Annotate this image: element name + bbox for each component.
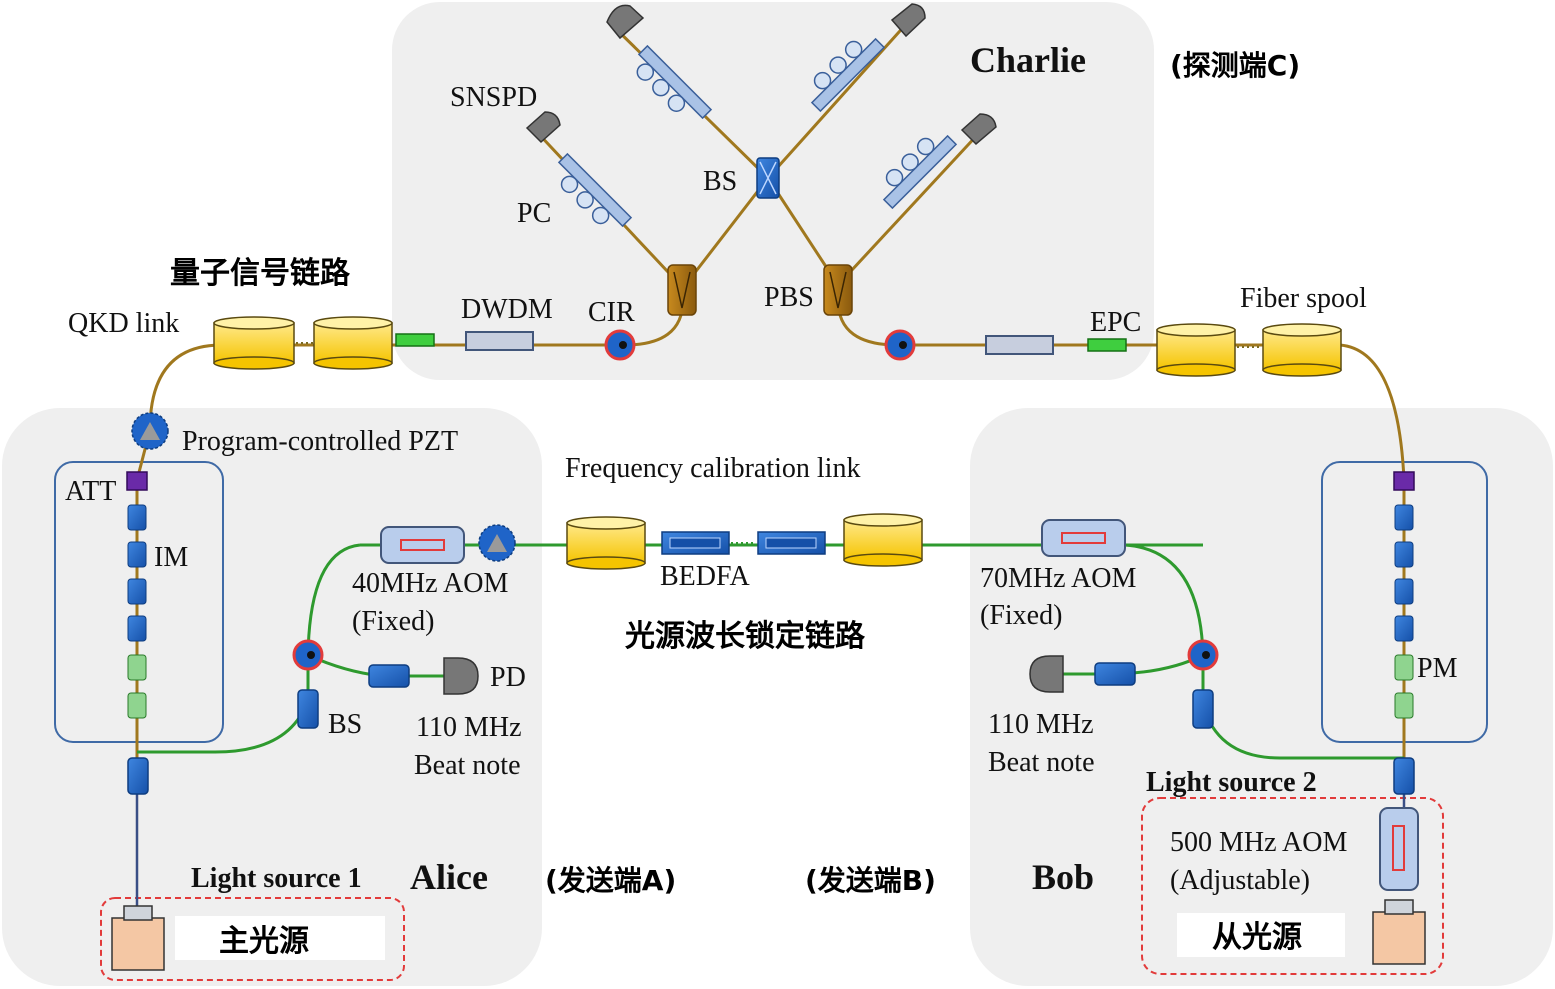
im-label: IM [154, 542, 188, 573]
beat-bob-label-1: 110 MHz [988, 709, 1094, 740]
fiber-spool-q1 [213, 316, 295, 370]
bedfa-2 [757, 531, 826, 555]
fiber-spool-q2 [313, 316, 393, 370]
bedfa-1 [661, 531, 730, 555]
alice-modulator-box [54, 461, 224, 743]
pc-4 [882, 134, 958, 210]
freq-cal-link-label: Frequency calibration link [565, 453, 860, 484]
charlie-cn-label: (探测端C) [1170, 49, 1300, 82]
alice-title: Alice [410, 857, 488, 897]
att-left [126, 471, 148, 491]
att-right [1393, 471, 1415, 491]
epc-left [395, 333, 435, 347]
pbs-label: PBS [764, 282, 814, 313]
qkd-link-label: QKD link [68, 308, 179, 339]
aom-500mhz [1379, 807, 1419, 891]
bs-center-label: BS [703, 166, 737, 197]
bs-center [756, 157, 780, 199]
dwdm-label: DWDM [461, 294, 553, 325]
aom-70mhz [1041, 519, 1126, 557]
dwdm-left [465, 331, 534, 351]
slave-source-cn-label: 从光源 [1212, 920, 1302, 955]
bs-alice-coupler [297, 689, 319, 729]
coupler-alice-source [127, 757, 149, 795]
slave-label-box [1177, 913, 1345, 957]
light-source-2-label: Light source 2 [1146, 767, 1317, 798]
beat-bob-label-2: Beat note [988, 747, 1095, 778]
aom70-label-2: (Fixed) [980, 600, 1062, 631]
bob-title: Bob [1032, 857, 1094, 897]
pbs-right [823, 264, 853, 316]
circulator-right [884, 329, 916, 361]
bedfa-label: BEDFA [660, 561, 750, 592]
snspd-detector-4 [960, 113, 997, 146]
master-source-cn-label: 主光源 [219, 924, 309, 959]
laser-alice [111, 905, 165, 971]
aom40-label-2: (Fixed) [352, 606, 434, 637]
bs-bob-coupler [1192, 689, 1214, 729]
aom-40mhz [380, 526, 465, 564]
master-source-box [100, 897, 405, 981]
pzt-label: Program-controlled PZT [182, 426, 458, 457]
isolator-alice [368, 664, 410, 688]
lock-link-cn-label: 光源波长锁定链路 [625, 619, 866, 654]
pzt-left [131, 412, 169, 450]
pm-modulators [1394, 504, 1414, 719]
pm-label: PM [1417, 653, 1458, 684]
pc-2 [810, 37, 886, 113]
bob-cn-label: (发送端B) [805, 864, 936, 897]
fiber-spool-q4 [1262, 323, 1342, 377]
fiber-spool-q3 [1156, 323, 1236, 377]
pd-alice [443, 657, 479, 695]
quantum-link-cn-label: 量子信号链路 [170, 256, 351, 291]
beat-alice-label-2: Beat note [414, 750, 521, 781]
att-label: ATT [65, 476, 116, 507]
fiber-spool-f2 [843, 513, 923, 567]
aom40-label-1: 40MHz AOM [352, 568, 508, 599]
beat-alice-label-1: 110 MHz [416, 712, 522, 743]
bob-panel [970, 408, 1553, 986]
aom500-label-1: 500 MHz AOM [1170, 827, 1347, 858]
cir-label: CIR [588, 297, 635, 328]
coupler-bob-source [1393, 757, 1415, 795]
pc-1 [636, 44, 713, 120]
isolator-bob [1094, 662, 1136, 686]
laser-bob [1372, 899, 1426, 965]
pbs-left [667, 264, 697, 316]
aom500-label-2: (Adjustable) [1170, 865, 1310, 896]
snspd-label: SNSPD [450, 82, 537, 113]
alice-cn-label: (发送端A) [545, 864, 676, 897]
bs-alice-label: BS [328, 709, 362, 740]
circulator-left [604, 329, 636, 361]
aom70-label-1: 70MHz AOM [980, 563, 1136, 594]
dwdm-right [985, 335, 1054, 355]
fiber-spool-label: Fiber spool [1240, 283, 1367, 314]
im-modulators [127, 504, 147, 719]
light-source-1-label: Light source 1 [191, 863, 362, 894]
pd-bob [1029, 655, 1064, 693]
epc-label: EPC [1090, 307, 1141, 338]
charlie-title: Charlie [970, 40, 1086, 80]
pc-3 [557, 152, 633, 228]
snspd-detector-2 [890, 3, 926, 38]
circulator-bob-lock [1187, 639, 1219, 671]
epc-right [1087, 338, 1127, 352]
pd-label: PD [490, 662, 526, 693]
circulator-alice-lock [292, 639, 324, 671]
fiber-spool-f1 [566, 516, 646, 570]
slave-source-box [1141, 797, 1444, 975]
pzt-right [478, 524, 516, 562]
snspd-detector-1 [606, 4, 645, 40]
pc-label: PC [517, 198, 551, 229]
snspd-detector-3 [525, 111, 561, 144]
master-label-box [175, 916, 385, 960]
